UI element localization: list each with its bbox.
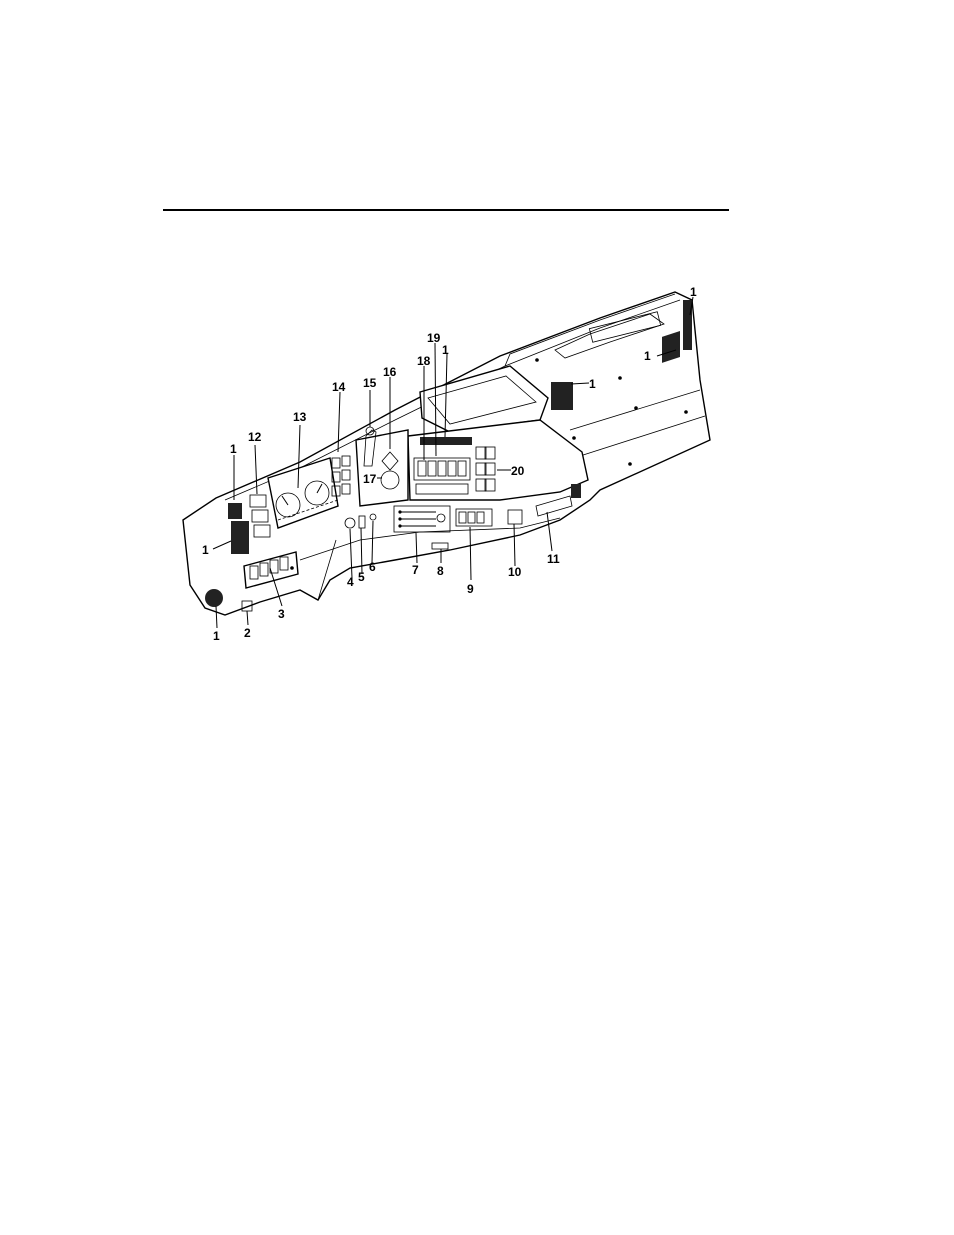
callout-5: 5 (358, 570, 365, 584)
left-upper-vent (228, 503, 242, 519)
callout-12: 12 (248, 430, 262, 444)
callout-14: 14 (332, 380, 346, 394)
callout-1-center: 1 (442, 343, 449, 357)
callout-4: 4 (347, 575, 354, 589)
left-lower-vent (231, 521, 249, 554)
callout-1-left-upper: 1 (230, 442, 237, 456)
callout-10: 10 (508, 565, 522, 579)
small-vent-11 (571, 484, 581, 498)
callout-18: 18 (417, 354, 431, 368)
callout-9: 9 (467, 582, 474, 596)
callout-1-mid-vent: 1 (589, 377, 596, 391)
mid-vent (551, 382, 573, 410)
callout-7: 7 (412, 563, 419, 577)
callout-6: 6 (369, 560, 376, 574)
callout-15: 15 (363, 376, 377, 390)
climate-panel (356, 430, 408, 506)
callout-19: 19 (427, 331, 441, 345)
bottom-speaker-vent (205, 589, 223, 607)
callout-11: 11 (547, 552, 560, 566)
callout-1-top-right: 1 (690, 285, 697, 299)
callout-2: 2 (244, 626, 251, 640)
callout-1-left-lower: 1 (202, 543, 209, 557)
callout-17: 17 (363, 472, 377, 486)
callout-1-right-vent: 1 (644, 349, 651, 363)
callout-3: 3 (278, 607, 285, 621)
callout-16: 16 (383, 365, 397, 379)
center-vent (420, 437, 472, 445)
right-edge-vent (683, 300, 692, 350)
callout-13: 13 (293, 410, 307, 424)
callout-1-bottom: 1 (213, 629, 220, 643)
callout-20: 20 (511, 464, 525, 478)
callout-8: 8 (437, 564, 444, 578)
